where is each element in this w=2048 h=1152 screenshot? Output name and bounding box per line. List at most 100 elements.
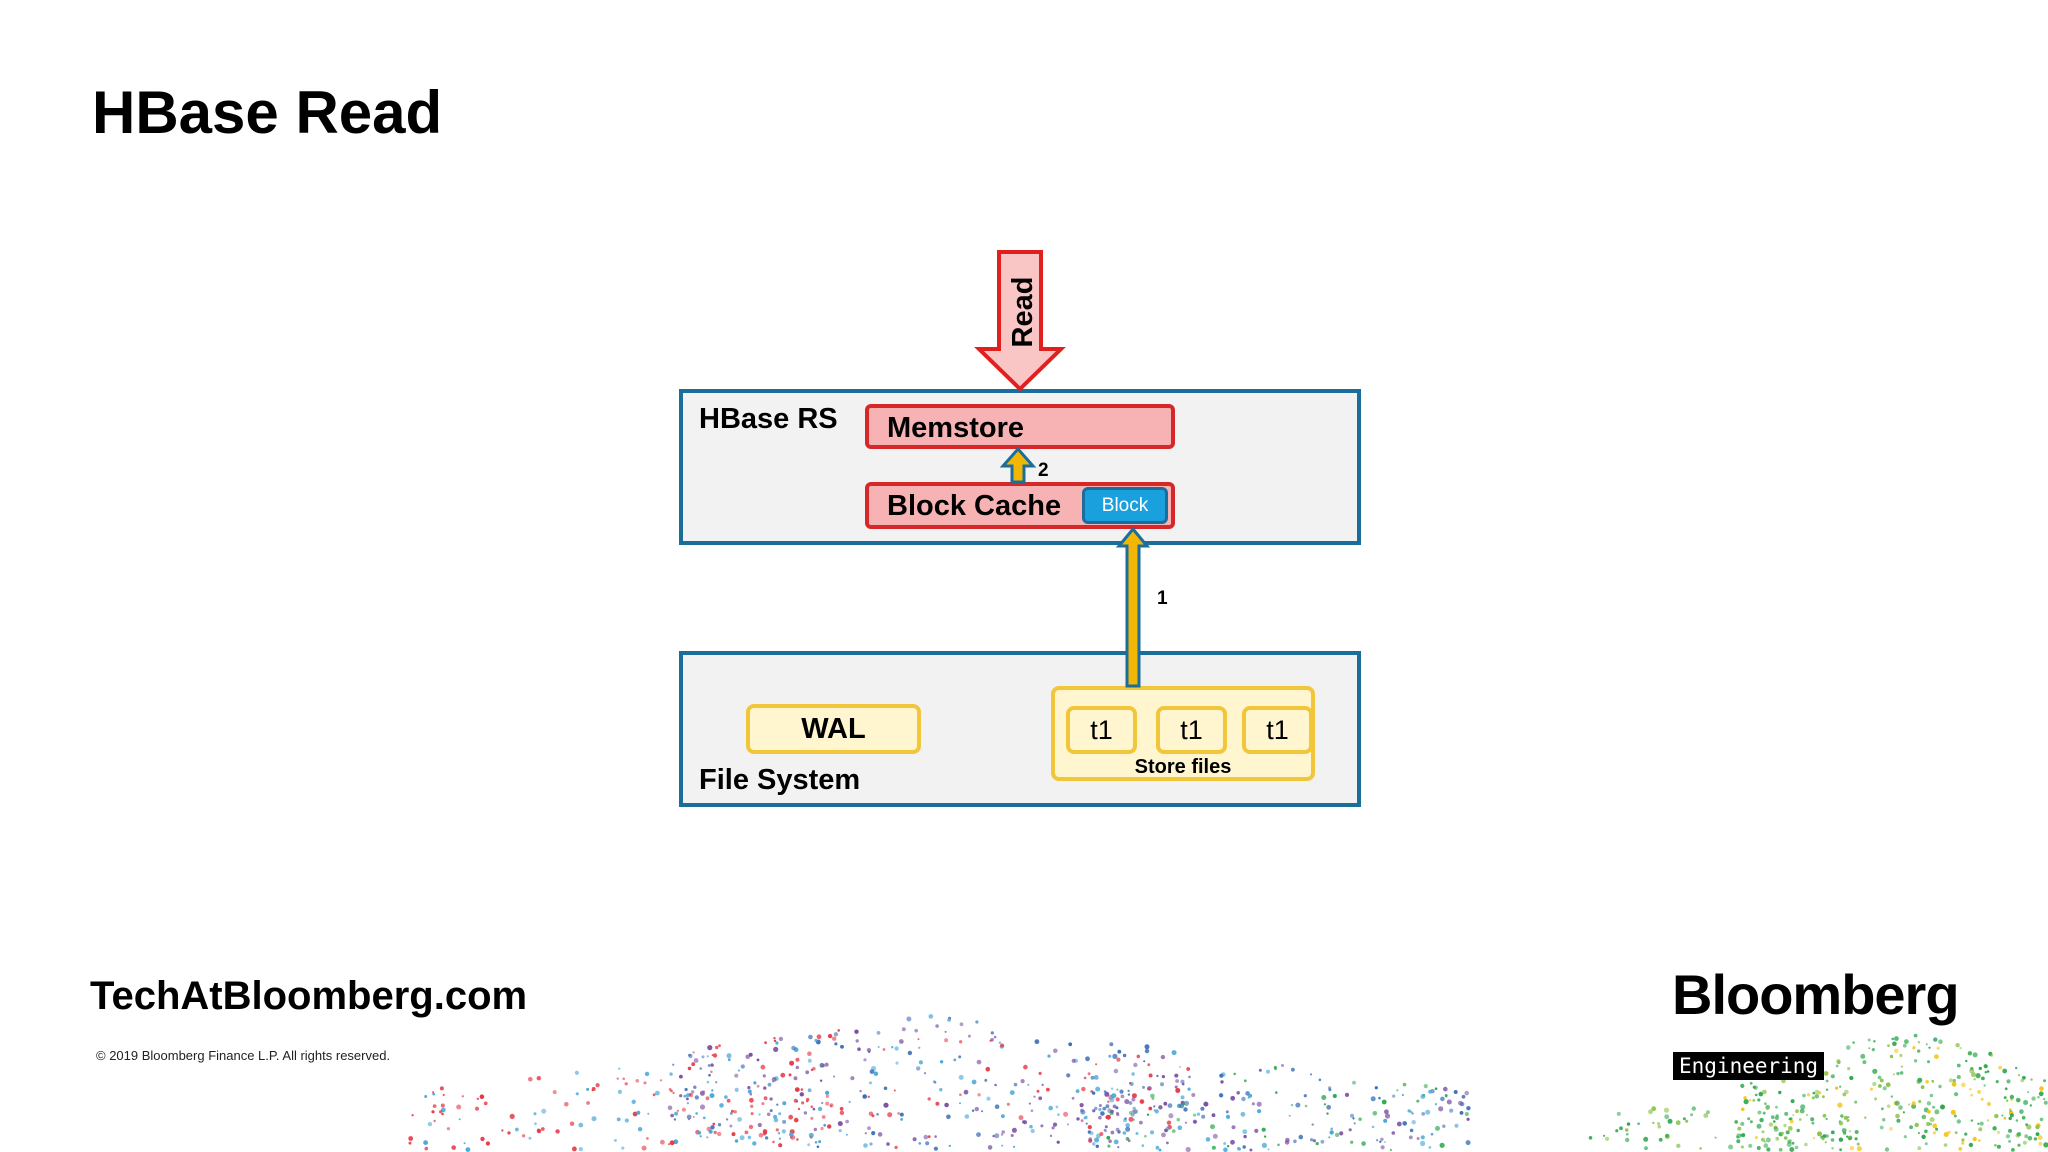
decorative-dot	[1872, 1081, 1877, 1087]
decorative-dot	[1806, 1093, 1811, 1097]
decorative-dot	[1913, 1033, 1918, 1038]
decorative-dot	[1903, 1135, 1907, 1139]
decorative-dot	[1128, 1116, 1134, 1122]
decorative-dot	[715, 1081, 718, 1084]
decorative-dot	[1444, 1094, 1448, 1097]
decorative-dot	[1256, 1101, 1262, 1107]
decorative-dot	[1778, 1090, 1782, 1095]
decorative-dot	[1171, 1050, 1177, 1056]
decorative-dot	[1830, 1138, 1835, 1142]
decorative-dot	[886, 1142, 890, 1146]
decorative-dot	[788, 1114, 794, 1120]
decorative-dot	[1036, 1089, 1040, 1093]
decorative-dot	[1027, 1083, 1030, 1086]
decorative-dot	[764, 1041, 767, 1045]
decorative-dot	[927, 1097, 931, 1101]
decorative-dot	[1891, 1037, 1894, 1041]
decorative-dot	[1108, 1054, 1112, 1058]
decorative-dot	[1131, 1072, 1135, 1076]
decorative-dot	[1038, 1096, 1043, 1101]
decorative-dot	[1156, 1074, 1159, 1078]
decorative-dot	[1350, 1140, 1354, 1144]
step-1-label: 1	[1157, 588, 1168, 609]
decorative-dot	[1106, 1135, 1111, 1140]
decorative-dot	[1439, 1142, 1445, 1148]
decorative-dot	[1811, 1096, 1815, 1100]
decorative-dot	[1871, 1048, 1875, 1052]
decorative-dot	[1795, 1109, 1799, 1114]
decorative-dot	[1810, 1117, 1815, 1122]
decorative-dot	[1838, 1121, 1844, 1126]
decorative-dot	[695, 1112, 698, 1115]
decorative-dot	[423, 1140, 428, 1145]
decorative-dot	[1402, 1082, 1407, 1087]
decorative-dot	[807, 1088, 812, 1093]
decorative-dot	[1841, 1128, 1847, 1133]
decorative-dot	[2011, 1148, 2015, 1152]
decorative-dot	[1890, 1095, 1894, 1098]
decorative-dot	[1438, 1106, 1444, 1112]
decorative-dot	[1100, 1111, 1105, 1116]
decorative-dot	[1917, 1131, 1920, 1135]
decorative-dot	[994, 1133, 1000, 1139]
decorative-dot	[827, 1033, 833, 1039]
decorative-dot	[1763, 1143, 1769, 1148]
decorative-dot	[816, 1145, 820, 1148]
decorative-dot	[1971, 1072, 1976, 1078]
decorative-dot	[925, 1141, 930, 1146]
decorative-dot	[1258, 1068, 1262, 1072]
decorative-dot	[1261, 1142, 1267, 1148]
decorative-dot	[726, 1098, 731, 1103]
decorative-dot	[1147, 1087, 1151, 1091]
decorative-dot	[432, 1091, 435, 1094]
decorative-dot	[1396, 1121, 1402, 1127]
decorative-dot	[1055, 1105, 1059, 1109]
decorative-dot	[1109, 1097, 1115, 1103]
decorative-dot	[761, 1102, 765, 1106]
decorative-dot	[1458, 1100, 1463, 1106]
decorative-dot	[1889, 1127, 1893, 1131]
decorative-dot	[1352, 1080, 1356, 1085]
decorative-dot	[1800, 1104, 1806, 1110]
decorative-dot	[1010, 1134, 1014, 1137]
decorative-dot	[793, 1076, 798, 1081]
decorative-dot	[1001, 1130, 1005, 1134]
decorative-dot	[1303, 1094, 1307, 1098]
decorative-dot	[1856, 1142, 1860, 1146]
decorative-dot	[1651, 1106, 1657, 1112]
decorative-dot	[1191, 1093, 1196, 1097]
decorative-dot	[1380, 1137, 1384, 1142]
decorative-dot	[617, 1089, 623, 1094]
decorative-dot	[1098, 1115, 1102, 1120]
decorative-dot	[1984, 1071, 1988, 1074]
decorative-dot	[694, 1095, 699, 1100]
decorative-dot	[939, 1060, 944, 1064]
decorative-dot	[1938, 1084, 1942, 1089]
decorative-dot	[1811, 1121, 1815, 1125]
decorative-dot	[797, 1107, 801, 1111]
decorative-dot	[1889, 1054, 1894, 1059]
decorative-dot	[918, 1142, 922, 1145]
decorative-dot	[1104, 1125, 1108, 1129]
decorative-dot	[707, 1045, 713, 1051]
decorative-dot	[480, 1136, 485, 1142]
decorative-dot	[686, 1102, 690, 1105]
decorative-dot	[501, 1129, 504, 1132]
decorative-dot	[1275, 1091, 1278, 1094]
decorative-dot	[1139, 1099, 1145, 1104]
decorative-dot	[1830, 1074, 1835, 1079]
decorative-dot	[1281, 1064, 1284, 1067]
decorative-dot	[808, 1034, 813, 1040]
decorative-dot	[1822, 1113, 1827, 1118]
decorative-dot	[1328, 1088, 1332, 1092]
decorative-dot	[1370, 1096, 1376, 1102]
decorative-dot	[821, 1115, 826, 1119]
decorative-dot	[1233, 1072, 1236, 1076]
decorative-dot	[817, 1106, 823, 1112]
decorative-dot	[959, 1093, 962, 1096]
decorative-dot	[1849, 1075, 1854, 1081]
decorative-dot	[552, 1090, 557, 1095]
decorative-dot	[971, 1109, 975, 1112]
decorative-dot	[1887, 1044, 1890, 1047]
decorative-dot	[2004, 1087, 2008, 1091]
